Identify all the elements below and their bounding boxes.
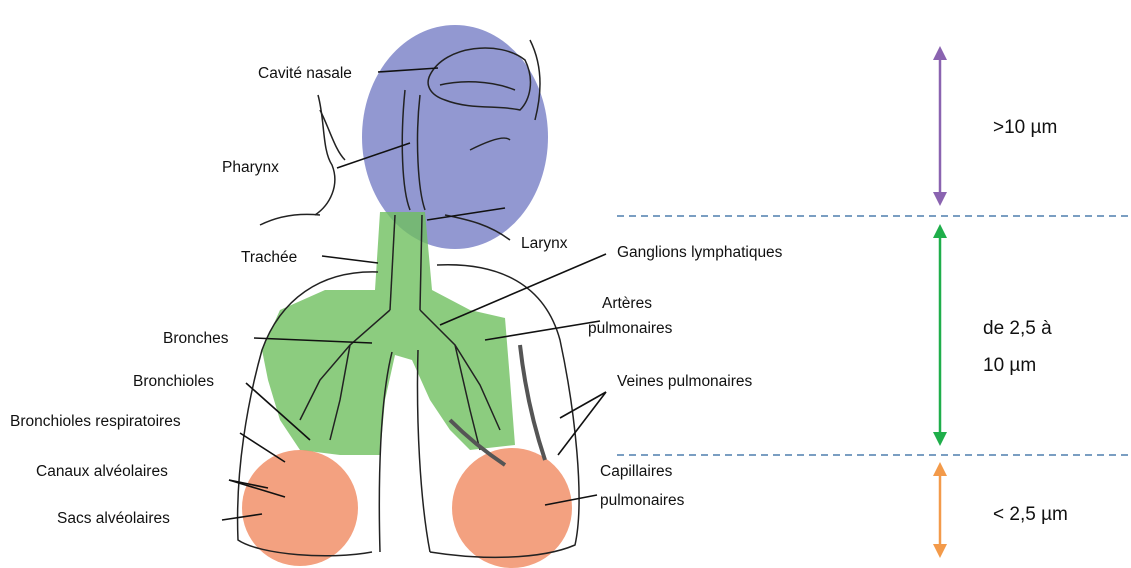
label-capillaires-line2: pulmonaires [600,491,684,510]
label-canaux-alveolaires: Canaux alvéolaires [36,462,168,481]
label-arteres-line1: Artères [602,294,652,313]
label-pharynx: Pharynx [222,158,279,177]
label-trachee: Trachée [241,248,297,267]
label-sacs-alveolaires: Sacs alvéolaires [57,509,170,528]
label-arteres-line2: pulmonaires [588,319,672,338]
zone-label-middle-line2: 10 µm [983,350,1036,382]
label-larynx: Larynx [521,234,568,253]
alveolar-region-right [452,448,572,568]
zone-label-lower: < 2,5 µm [993,499,1068,531]
zone-label-middle-line1: de 2,5 à [983,313,1052,345]
lower-range-arrow [933,462,947,558]
label-veines-pulmonaires: Veines pulmonaires [617,372,752,391]
label-capillaires-line1: Capillaires [600,462,672,481]
label-bronchioles-respiratoires: Bronchioles respiratoires [10,412,181,431]
label-bronches: Bronches [163,329,228,348]
label-cavite-nasale: Cavité nasale [258,64,352,83]
middle-range-arrow [933,224,947,446]
label-ganglions-lymphatiques: Ganglions lymphatiques [617,243,782,262]
label-bronchioles: Bronchioles [133,372,214,391]
upper-range-arrow [933,46,947,206]
zone-label-upper: >10 µm [993,112,1057,144]
